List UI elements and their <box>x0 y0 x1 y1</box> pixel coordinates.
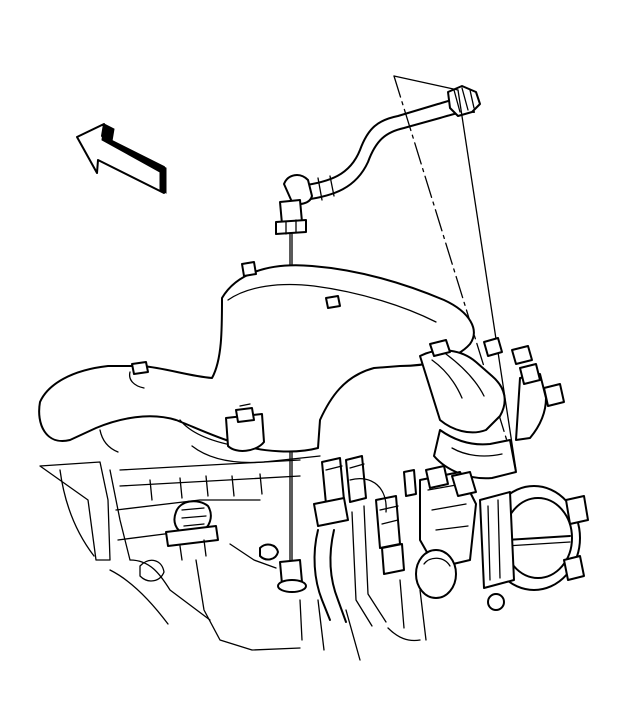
vacuum-port-fitting <box>259 543 307 593</box>
vacuum-hose <box>275 85 481 235</box>
fuel-injectors <box>313 455 387 627</box>
intake-manifold-cover <box>38 261 475 464</box>
cover-bolt-boss <box>225 403 265 452</box>
oil-fill-cap <box>165 500 219 561</box>
arrow-up-left-icon <box>76 123 167 194</box>
sensor-cluster <box>375 465 477 599</box>
engine-block <box>39 459 427 661</box>
intake-runners <box>419 337 565 480</box>
throttle-body <box>479 485 589 611</box>
